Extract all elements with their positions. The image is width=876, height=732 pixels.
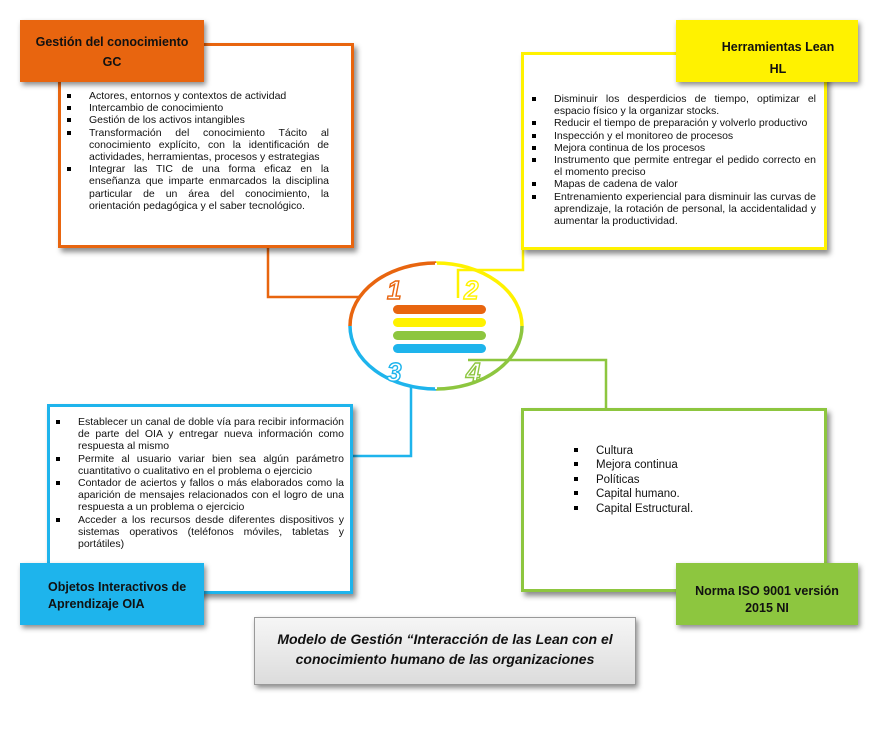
connector-oia: [352, 385, 413, 458]
caption-line-2: conocimiento humano de las organizacione…: [295, 651, 595, 667]
iso-abbrev: 2015 NI: [745, 601, 789, 615]
list-item: Establecer un canal de doble vía para re…: [56, 416, 344, 453]
circle-arc-1: [348, 261, 437, 327]
gc-content-box: Actores, entornos y contextos de activid…: [58, 43, 354, 248]
gc-item-list: Actores, entornos y contextos de activid…: [61, 90, 329, 212]
iso-header: Norma ISO 9001 versión 2015 NI: [676, 563, 858, 625]
circle-arc-3: [348, 325, 437, 391]
connector-hl: [456, 248, 525, 298]
gc-title: Gestión del conocimiento: [35, 35, 189, 49]
list-item: Gestión de los activos intangibles: [67, 114, 329, 126]
iso-content-box: Cultura Mejora continua Políticas Capita…: [521, 408, 827, 592]
list-item: Acceder a los recursos desde diferentes …: [56, 513, 344, 551]
list-item: Integrar las TIC de una forma eficaz en …: [67, 163, 329, 212]
list-item: Permite al usuario variar bien sea algún…: [56, 452, 344, 477]
caption-line-1: Modelo de Gestión “Interacción de las Le…: [277, 631, 613, 647]
hl-content-box: Disminuir los desperdicios de tiempo, op…: [521, 52, 827, 250]
iso-item-list: Cultura Mejora continua Políticas Capita…: [546, 444, 824, 516]
circle-arc-4: [435, 325, 524, 391]
list-item: Transformación del conocimiento Tácito a…: [67, 126, 329, 164]
hl-header: Herramientas Lean HL: [676, 20, 858, 82]
bar-hl: [393, 318, 486, 327]
list-item: Políticas: [574, 473, 824, 487]
list-item: Inspección y el monitoreo de procesos: [532, 130, 816, 142]
number-4: 4: [465, 357, 481, 387]
center-bars: [393, 305, 486, 353]
list-item: Capital humano.: [574, 487, 824, 501]
list-item: Actores, entornos y contextos de activid…: [67, 90, 329, 102]
iso-title: Norma ISO 9001 versión: [695, 584, 839, 598]
oia-abbrev: Aprendizaje OIA: [48, 597, 145, 611]
list-item: Capital Estructural.: [574, 502, 824, 516]
list-item: Disminuir los desperdicios de tiempo, op…: [532, 93, 816, 118]
number-3: 3: [387, 357, 402, 387]
gc-abbrev: GC: [102, 55, 122, 69]
gc-header: Gestión del conocimiento GC: [20, 20, 204, 82]
list-item: Reducir el tiempo de preparación y volve…: [532, 117, 816, 129]
list-item: Mapas de cadena de valor: [532, 178, 816, 190]
bar-oia: [393, 344, 486, 353]
list-item: Intercambio de conocimiento: [67, 102, 329, 114]
number-2: 2: [463, 275, 479, 305]
list-item: Mejora continua: [574, 458, 824, 472]
oia-item-list: Establecer un canal de doble vía para re…: [50, 416, 344, 550]
circle-arc-2: [435, 261, 524, 327]
list-item: Entrenamiento experiencial para disminui…: [532, 190, 816, 228]
oia-content-box: Establecer un canal de doble vía para re…: [47, 404, 353, 594]
list-item: Instrumento que permite entregar el pedi…: [532, 154, 816, 179]
list-item: Cultura: [574, 444, 824, 458]
number-1: 1: [387, 275, 401, 305]
oia-header: Objetos Interactivos de Aprendizaje OIA: [20, 563, 204, 625]
list-item: Mejora continua de los procesos: [532, 142, 816, 154]
list-item: Contador de aciertos y fallos o más elab…: [56, 477, 344, 514]
oia-title: Objetos Interactivos de: [48, 580, 187, 594]
bar-gc: [393, 305, 486, 314]
model-caption: Modelo de Gestión “Interacción de las Le…: [254, 617, 636, 685]
hl-title: Herramientas Lean: [721, 40, 835, 54]
hl-item-list: Disminuir los desperdicios de tiempo, op…: [526, 93, 816, 227]
connector-iso: [468, 358, 608, 412]
connector-gc: [266, 246, 360, 299]
hl-abbrev: HL: [769, 62, 787, 76]
bar-iso: [393, 331, 486, 340]
